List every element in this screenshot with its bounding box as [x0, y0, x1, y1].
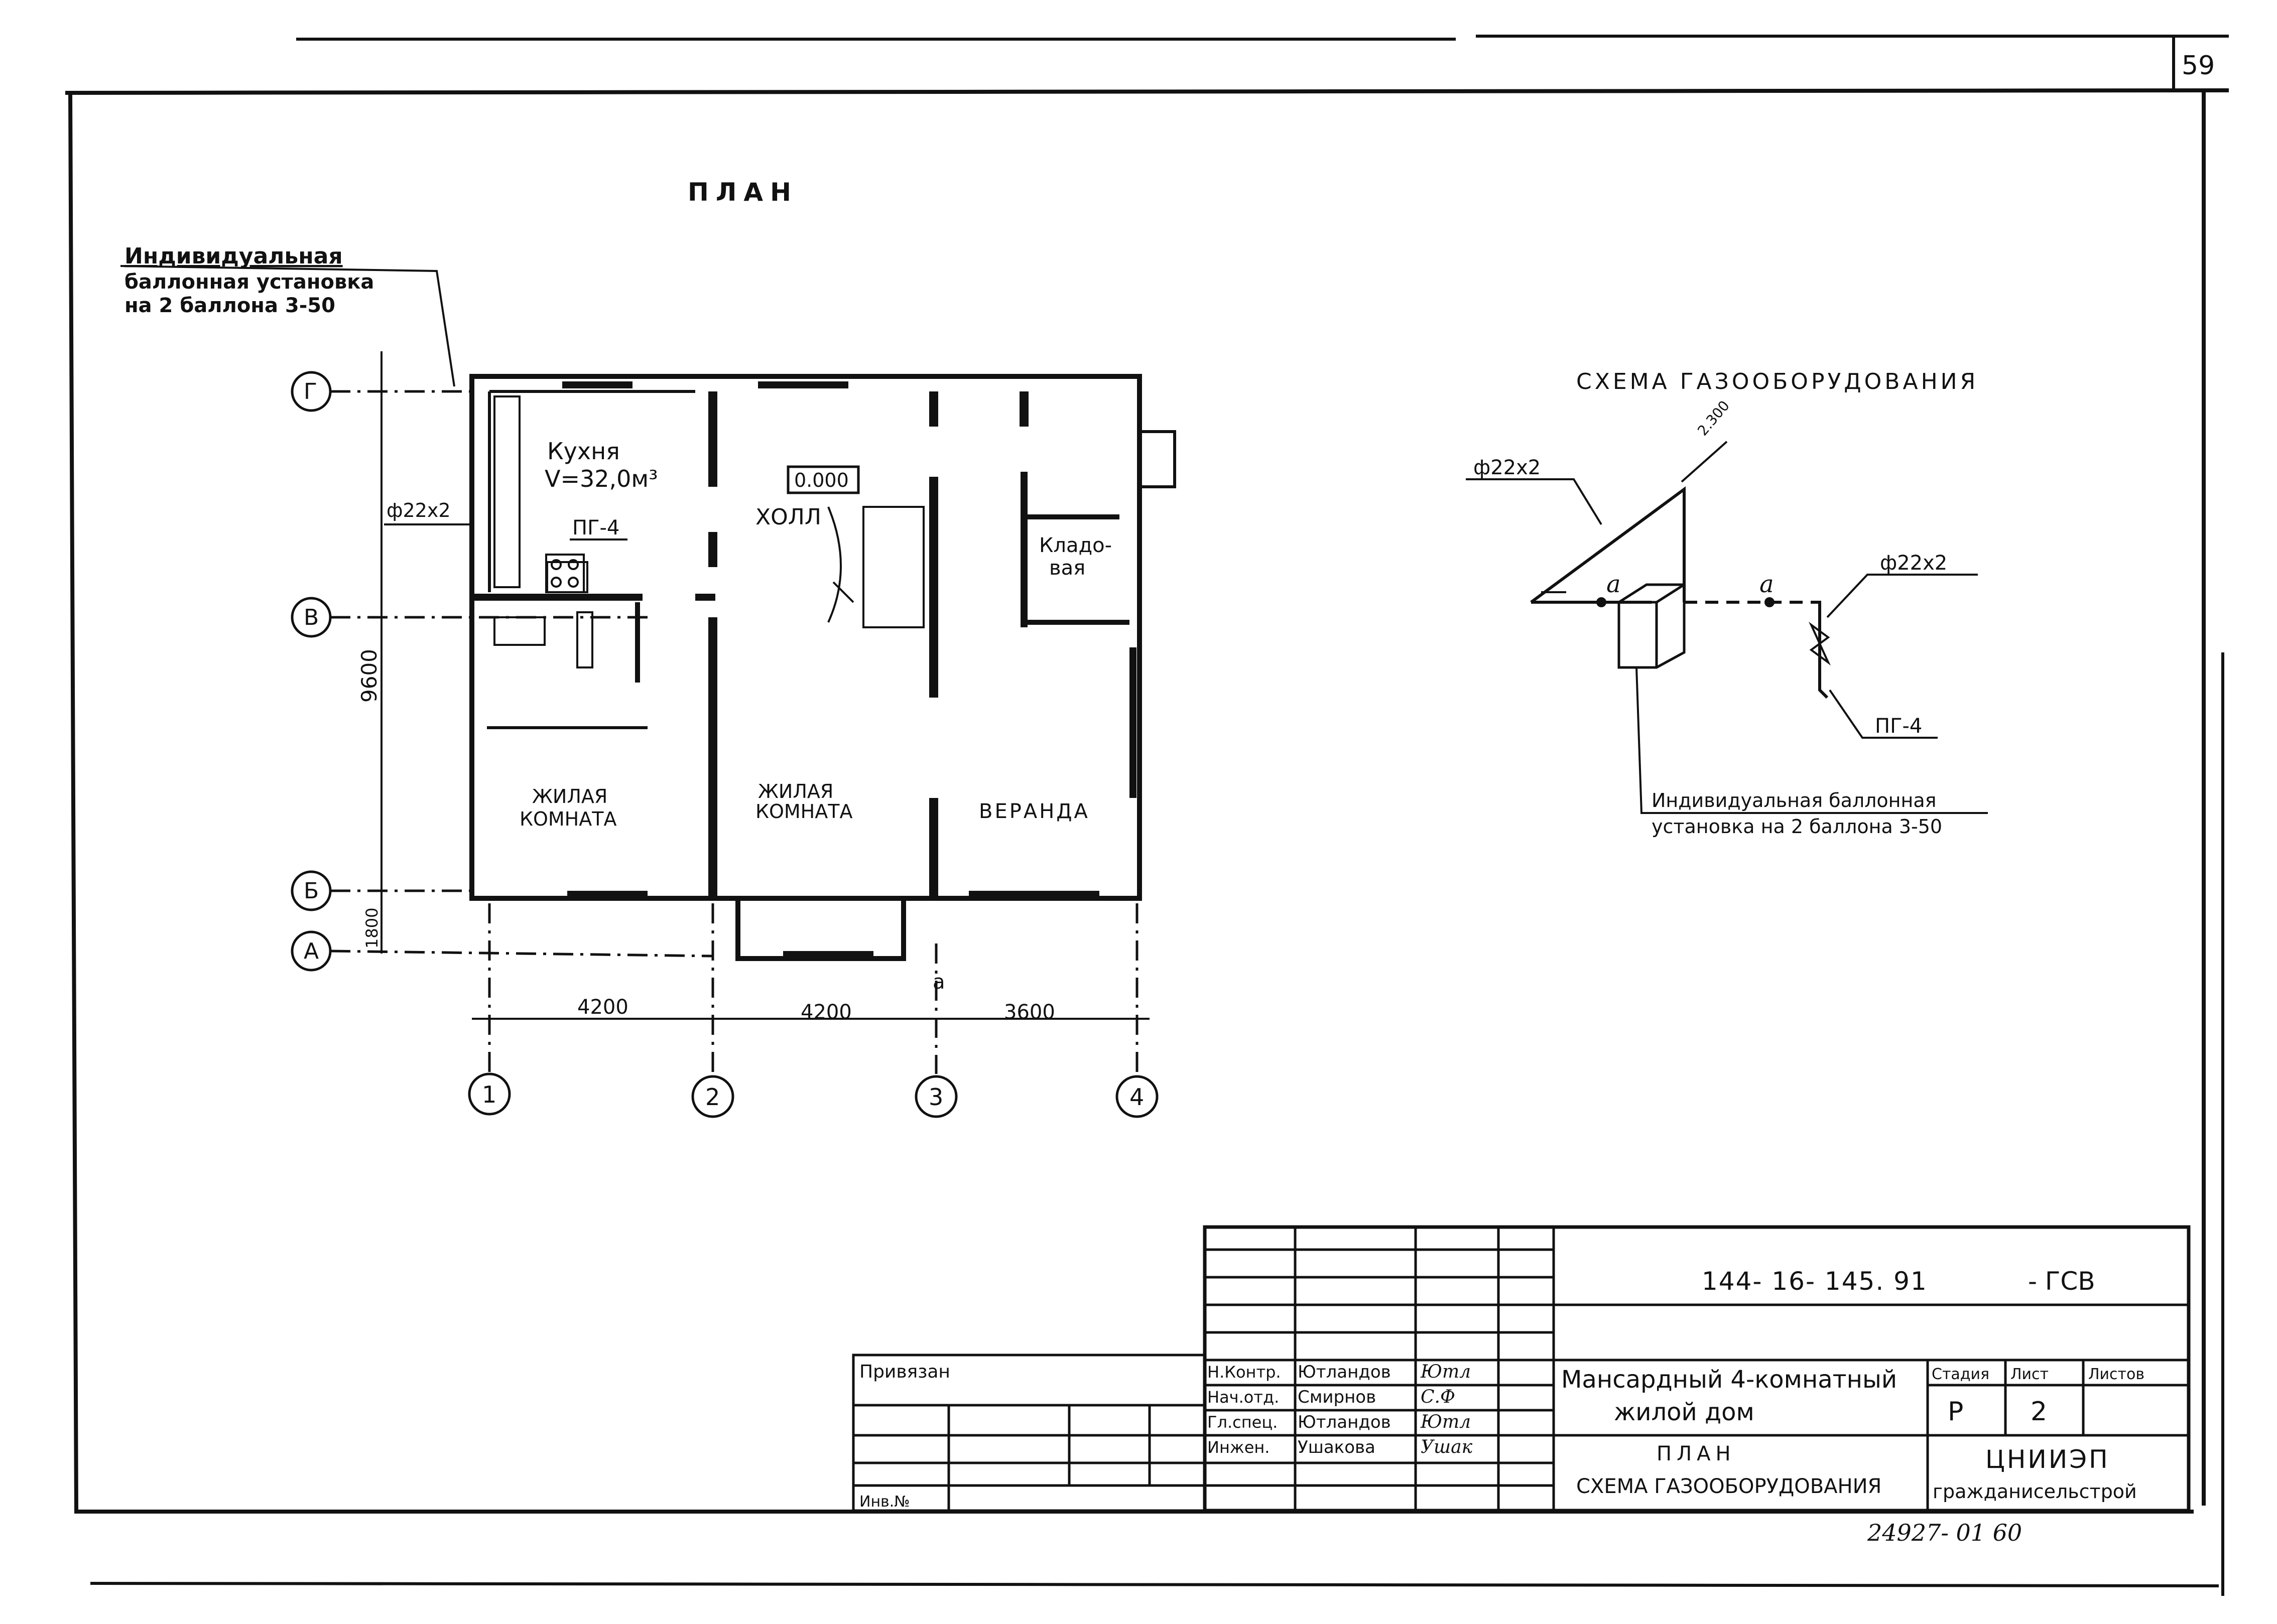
scheme-install-line-2: установка на 2 баллона 3-50 [1652, 816, 1942, 838]
axis-col-4: 4 [1129, 1084, 1144, 1111]
doc-suffix: - ГСВ [2028, 1267, 2095, 1296]
room-storage-line-2: вая [1049, 557, 1085, 580]
scheme-height: 2.300 [1694, 397, 1733, 439]
stage-label: Стадия [1932, 1366, 1989, 1383]
windows [562, 381, 1136, 958]
signature-1: Ютл [1420, 1362, 1471, 1382]
page-number: 59 [2182, 51, 2215, 81]
sheet-name-2: СХЕМА ГАЗООБОРУДОВАНИЯ [1576, 1475, 1881, 1498]
level-box [787, 465, 860, 494]
room-kitchen: Кухня [547, 438, 620, 465]
column-axes [468, 903, 1159, 1118]
signature-3: Ютл [1420, 1412, 1471, 1432]
list-value: 2 [2031, 1397, 2047, 1427]
axis-col-3: 3 [929, 1084, 943, 1111]
signature-2: С.Ф [1421, 1387, 1455, 1407]
org-line-1: ЦНИИЭП [1985, 1445, 2110, 1474]
title-block-grid [852, 1225, 2191, 1513]
name-3: Ютландов [1298, 1412, 1391, 1432]
dim-small: 1800 [362, 908, 382, 949]
name-2: Смирнов [1298, 1387, 1376, 1407]
row-axes [291, 351, 713, 972]
dim-h-3: 3600 [1004, 1001, 1055, 1024]
lists-label: Листов [2088, 1366, 2144, 1383]
privyazan-label: Привязан [859, 1362, 950, 1382]
room-living-mid-line-1: ЖИЛАЯ [758, 780, 833, 802]
plan-title: ПЛАН [688, 178, 798, 207]
axis-col-1: 1 [482, 1081, 496, 1108]
scheme-stove: ПГ-4 [1875, 715, 1922, 738]
level-mark: 0.000 [794, 469, 849, 491]
doc-code: 144- 16- 145. 91 [1702, 1267, 1928, 1296]
room-living-left-line-2: КОМНАТА [520, 808, 616, 830]
role-1: Н.Контр. [1207, 1363, 1281, 1382]
room-living-left-line-1: ЖИЛАЯ [532, 785, 607, 807]
stove-symbol [545, 554, 585, 593]
plan-pipe-label: ф22х2 [387, 499, 451, 521]
room-hall: ХОЛЛ [755, 504, 821, 530]
callout-installation: Индивидуальная баллонная установка на 2 … [120, 243, 455, 387]
room-veranda: ВЕРАНДА [979, 800, 1090, 823]
callout-line-1: Индивидуальная [124, 243, 343, 269]
scheme-pipe-2: ф22х2 [1880, 552, 1947, 575]
room-storage-line-1: Кладо- [1039, 534, 1112, 557]
scheme-node-a2: а [1759, 570, 1774, 598]
axis-row-g: Г [304, 379, 317, 404]
dim-vertical: 9600 [357, 649, 382, 703]
role-3: Гл.спец. [1207, 1413, 1278, 1432]
list-label: Лист [2010, 1366, 2049, 1383]
dim-h-2: 4200 [801, 1001, 852, 1024]
scheme-pipe-1: ф22х2 [1473, 456, 1541, 479]
axis-row-v: В [304, 605, 319, 630]
scheme-title: СХЕМА ГАЗООБОРУДОВАНИЯ [1576, 369, 1978, 394]
org-line-2: гражданисельстрой [1933, 1480, 2137, 1503]
dim-h-1: 4200 [577, 996, 628, 1019]
stove-label: ПГ-4 [572, 516, 619, 539]
role-2: Нач.отд. [1207, 1388, 1279, 1407]
signature-4: Ушак [1421, 1437, 1473, 1457]
scheme-install-line-1: Индивидуальная баллонная [1652, 789, 1937, 811]
archive-number: 24927- 01 60 [1867, 1519, 2022, 1546]
axis-row-b: Б [304, 878, 319, 904]
axis-row-a: А [304, 938, 319, 964]
axis-col-2: 2 [705, 1084, 720, 1111]
name-1: Ютландов [1298, 1362, 1391, 1382]
project-line-1: Мансардный 4-комнатный [1561, 1366, 1897, 1394]
callout-line-3: на 2 баллона 3-50 [124, 294, 335, 317]
room-living-mid-line-2: КОМНАТА [755, 800, 852, 823]
project-line-2: жилой дом [1614, 1398, 1754, 1426]
floor-plan-walls [469, 374, 1176, 961]
role-4: Инжен. [1207, 1438, 1270, 1457]
sheet-name-1: ПЛАН [1657, 1442, 1736, 1465]
callout-line-2: баллонная установка [124, 270, 374, 294]
stage-value: Р [1948, 1397, 1963, 1427]
kitchen-volume: V=32,0м³ [545, 465, 658, 492]
scheme-node-a1: а [1606, 570, 1621, 598]
inv-label: Инв.№ [859, 1493, 910, 1511]
gas-scheme [1466, 441, 1988, 814]
name-4: Ушакова [1298, 1437, 1375, 1457]
dim-a: а [933, 971, 945, 994]
